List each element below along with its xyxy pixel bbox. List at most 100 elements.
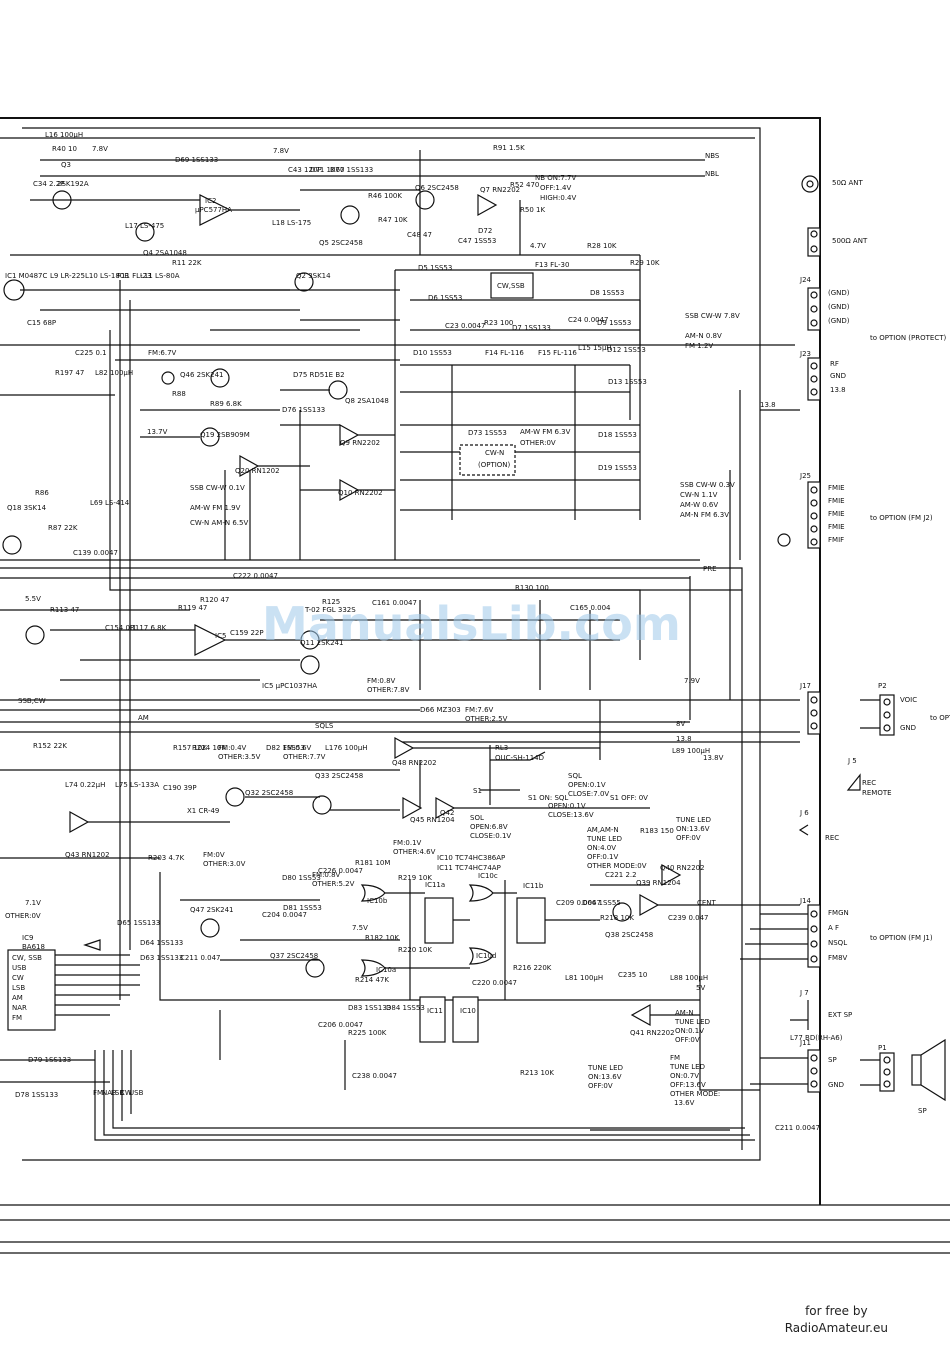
- label-v138c: 13.8: [676, 735, 692, 743]
- label-ic11box: IC11: [427, 1007, 443, 1015]
- label-d78: D78 1SS133: [15, 1091, 58, 1099]
- label-v137: 13.7V: [147, 428, 168, 436]
- label-ic11: IC11 TC74HC74AP: [437, 864, 501, 872]
- label-r50: R50 1K: [520, 206, 545, 214]
- label-extsp: EXT SP: [828, 1011, 852, 1019]
- footer-credit: for free by RadioAmateur.eu: [785, 1303, 888, 1337]
- label-ic2: IC2: [205, 197, 216, 205]
- label-q42: Q42: [440, 809, 454, 817]
- label-oth25: OTHER:2.5V: [465, 715, 508, 723]
- label-sqlc: CLOSE:7.0V: [568, 790, 609, 798]
- label-fm04: FM:0.4V: [218, 744, 247, 752]
- label-tl4off: OFF:0V: [588, 1082, 613, 1090]
- label-spk: SP: [918, 1107, 927, 1115]
- label-l11: L11 LS-80A: [140, 272, 180, 280]
- label-fm12: FM 1.2V: [685, 342, 713, 350]
- label-c48: C48 47: [407, 231, 432, 239]
- detector-section: [0, 535, 620, 690]
- label-vj7: 7.1V: [25, 899, 41, 907]
- label-l10: L10 LS-180B: [85, 272, 129, 280]
- label-r11: R11 22K: [172, 259, 202, 267]
- label-r28: R28 10K: [587, 242, 617, 250]
- label-cw: CW: [12, 974, 24, 982]
- label-q32: Q32 2SC2458: [245, 789, 293, 797]
- label-q37: Q37 2SC2458: [270, 952, 318, 960]
- label-fmic: FM: [12, 1014, 22, 1022]
- label-s1: S1: [473, 787, 482, 795]
- label-d10: D10 1SS53: [413, 349, 452, 357]
- label-tl3on: ON:0.1V: [675, 1027, 704, 1035]
- label-r181: R181 10M: [355, 859, 390, 867]
- label-narb: NAR: [102, 1089, 117, 1097]
- label-j24: J24: [799, 276, 812, 284]
- label-q38: Q38 2SC2458: [605, 931, 653, 939]
- label-q46: Q46 2SK241: [180, 371, 224, 379]
- label-d19: D19 1SS53: [598, 464, 637, 472]
- label-d9: D9 1SS53: [597, 319, 631, 327]
- label-ic10a: IC10a: [376, 966, 396, 974]
- label-fmon: ON:0.7V: [670, 1072, 699, 1080]
- label-gnd2: (GND): [828, 303, 850, 311]
- label-v5: 5V: [696, 984, 705, 992]
- label-r125: R125: [322, 598, 340, 606]
- agc-section: [140, 368, 791, 560]
- label-c24: C24 0.0047: [568, 316, 609, 324]
- label-s1o: OPEN:0.1V: [548, 802, 586, 810]
- label-ic2t: µPC577HA: [195, 206, 232, 214]
- label-r117: R117 6.8K: [130, 624, 167, 632]
- label-c209: C209 0.0047: [556, 899, 601, 907]
- label-q18: Q18 3SK14: [7, 504, 47, 512]
- label-c222: C222 0.0047: [233, 572, 278, 580]
- label-c238: C238 0.0047: [352, 1072, 397, 1080]
- label-c225: C225 0.1: [75, 349, 107, 357]
- logic-ic-section: [360, 880, 600, 1043]
- label-fm76: FM:7.6V: [465, 706, 494, 714]
- label-r88: R88: [172, 390, 186, 398]
- label-pre: PRE: [703, 565, 717, 573]
- label-d7: D7 1SS133: [512, 324, 551, 332]
- label-d83: D83 1SS133: [348, 1004, 391, 1012]
- label-off01: OFF:0.1V: [587, 853, 619, 861]
- label-gnd1: (GND): [828, 289, 850, 297]
- connectors: [740, 175, 946, 1102]
- watermark-text: ManualsLib.com: [262, 597, 681, 651]
- label-q2: Q2 3SK14: [296, 272, 331, 280]
- label-j7: J 7: [799, 989, 809, 997]
- label-v75: 7.5V: [352, 924, 368, 932]
- label-j17: J17: [799, 682, 811, 690]
- label-c190: C190 39P: [163, 784, 197, 792]
- label-l16: L16 100µH: [45, 131, 83, 139]
- label-l9: L9 LR-225: [50, 272, 85, 280]
- label-cwn: CW-N: [485, 449, 504, 457]
- label-amn2: AM-N: [675, 1009, 694, 1017]
- label-gndsp: GND: [828, 1081, 844, 1089]
- label-opt4: to OPTION (FM J1): [870, 934, 933, 942]
- label-r183: R183 150: [640, 827, 674, 835]
- label-q3: Q3: [61, 161, 71, 169]
- label-ssb: SSB CW-W 7.8V: [685, 312, 740, 320]
- label-gndj23: GND: [830, 372, 846, 380]
- label-tuneled: TUNE LED: [586, 835, 622, 843]
- label-j6: J 6: [799, 809, 809, 817]
- label-v138: 13.8: [830, 386, 846, 394]
- label-d8: D8 1SS53: [590, 289, 624, 297]
- label-tl3: TUNE LED: [674, 1018, 710, 1026]
- label-ssbcw2: SSB,CW: [18, 697, 46, 705]
- label-r152: R152 22K: [33, 742, 67, 750]
- label-l89: L89 100µH: [672, 747, 710, 755]
- label-q11: Q11 2SK241: [300, 639, 344, 647]
- label-tl2: TUNE LED: [675, 816, 711, 824]
- label-sqls: SQLS: [315, 722, 334, 730]
- label-solc: CLOSE:0.1V: [470, 832, 511, 840]
- label-ant500: 500Ω ANT: [832, 237, 868, 245]
- label-f14: F14 FL-116: [485, 349, 524, 357]
- label-fm06: FM:0.6V: [283, 744, 312, 752]
- label-ic10b: IC10b: [367, 897, 388, 905]
- label-sol: SOL: [470, 814, 484, 822]
- label-r47: R47 10K: [378, 216, 408, 224]
- label-fm08b: FM:0.8V: [312, 871, 341, 879]
- label-ic9t: BA618: [22, 943, 45, 951]
- label-ic10c: IC10c: [478, 872, 498, 880]
- label-f15: F15 FL-116: [538, 349, 577, 357]
